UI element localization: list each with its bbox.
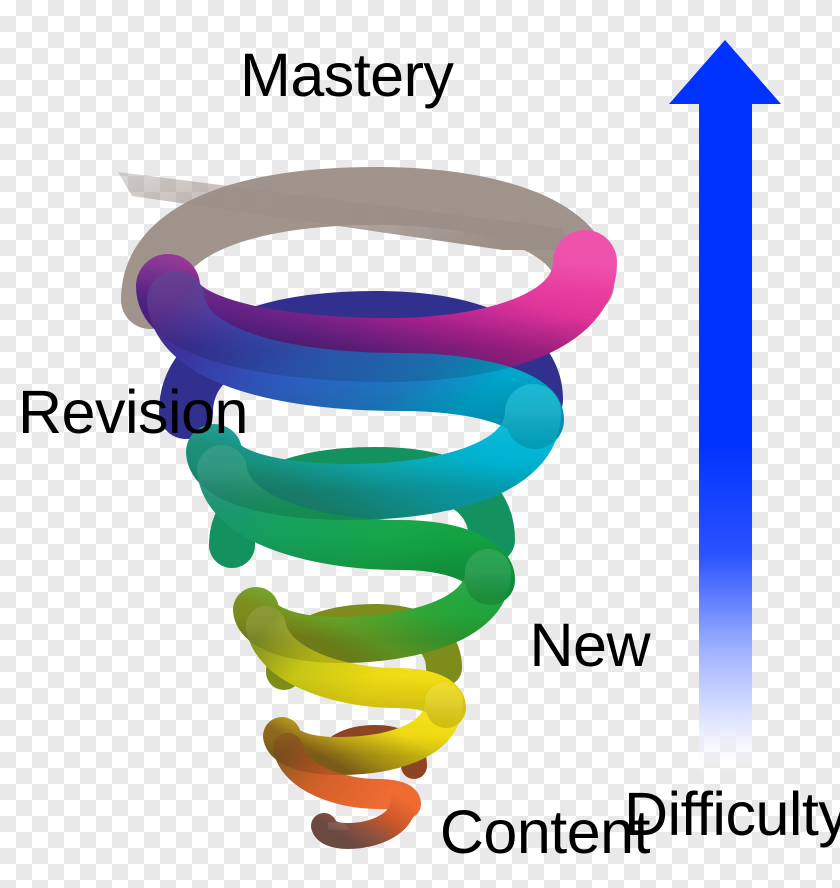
difficulty-arrow-shape bbox=[669, 40, 781, 775]
spiral-shading bbox=[136, 230, 617, 776]
label-new-content: New Content bbox=[310, 490, 651, 888]
label-revision: Revision bbox=[18, 378, 248, 446]
spiral-tail-exit bbox=[319, 815, 363, 873]
spiral-front-segments bbox=[136, 230, 617, 873]
label-new-content-line2: Content bbox=[439, 798, 651, 867]
label-mastery: Mastery bbox=[240, 41, 454, 109]
label-difficulty: Difficulty bbox=[624, 780, 840, 848]
spiral-turn1-back bbox=[121, 166, 614, 329]
label-new-content-line1: New bbox=[529, 611, 650, 680]
